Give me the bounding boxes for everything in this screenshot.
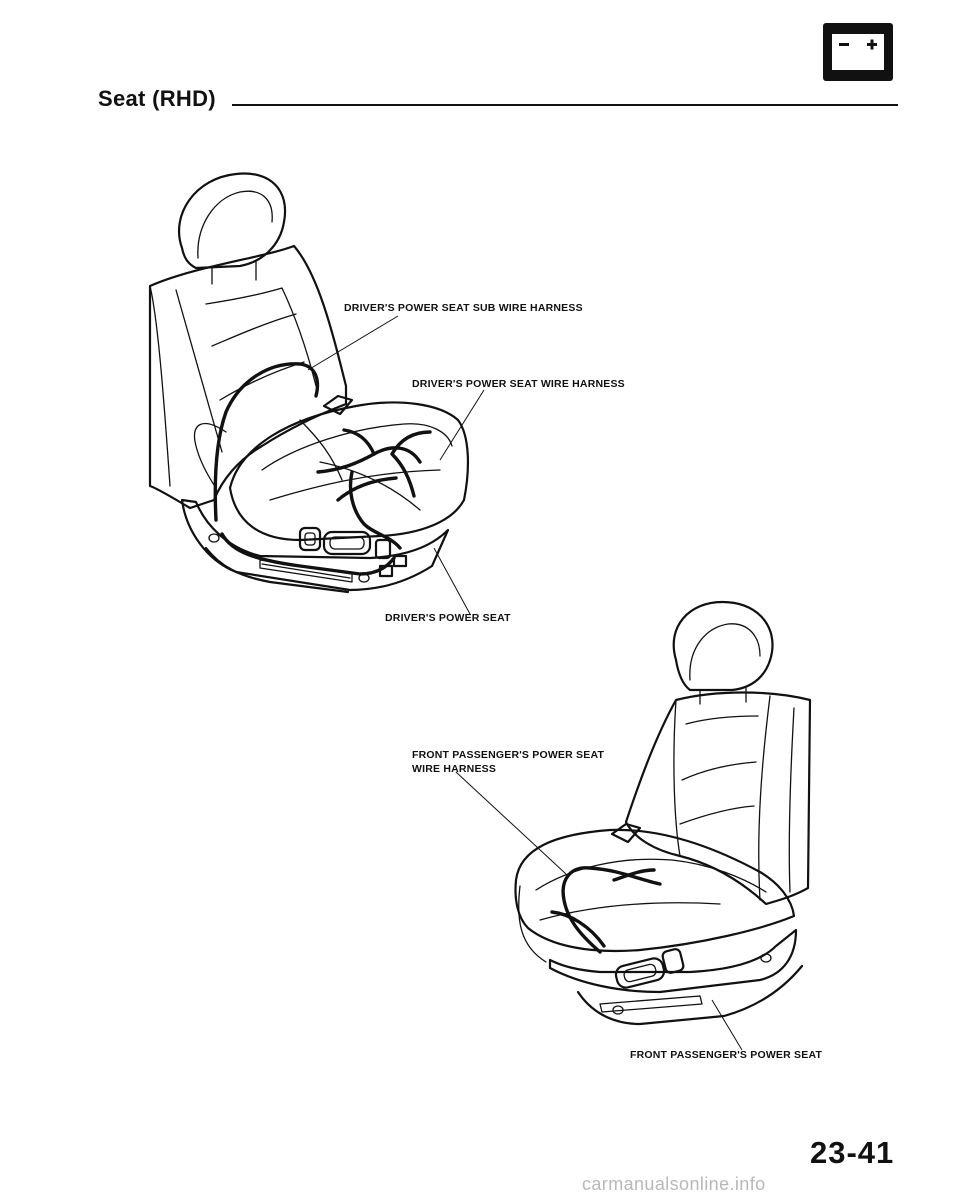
label-front-passengers-power-seat: FRONT PASSENGER'S POWER SEAT [630, 1049, 823, 1061]
passenger-power-seat-drawing [455, 600, 812, 1051]
label-line-2: WIRE HARNESS [412, 763, 497, 775]
battery-icon [823, 23, 893, 81]
section-title: Seat (RHD) [98, 86, 216, 111]
drivers-power-seat-drawing [148, 172, 485, 615]
passenger-backrest [624, 691, 812, 906]
driver-backrest [148, 244, 348, 510]
passenger-seat-base [548, 928, 798, 994]
driver-cushion [228, 401, 470, 542]
label-drivers-power-seat-sub-wire-harness: DRIVER'S POWER SEAT SUB WIRE HARNESS [344, 302, 583, 314]
label-drivers-power-seat: DRIVER'S POWER SEAT [385, 612, 511, 624]
page-number: 23-41 [810, 1135, 895, 1170]
label-front-passengers-power-seat-wire-harness: FRONT PASSENGER'S POWER SEAT WIRE HARNES… [412, 748, 604, 776]
passenger-headrest [672, 600, 774, 692]
header-rule [232, 104, 898, 106]
passenger-cushion [514, 828, 796, 953]
label-drivers-power-seat-wire-harness: DRIVER'S POWER SEAT WIRE HARNESS [412, 378, 625, 390]
label-line-1: FRONT PASSENGER'S POWER SEAT [412, 749, 605, 761]
watermark-text: carmanualsonline.info [582, 1174, 766, 1194]
driver-headrest [177, 172, 287, 270]
